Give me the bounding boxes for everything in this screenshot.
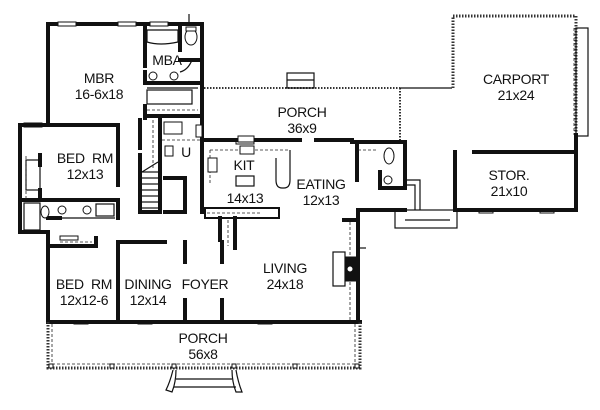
room-name: MBR: [83, 70, 115, 86]
room-dims: 12x13: [66, 166, 104, 182]
room-label-dining: DINING 12x14: [124, 276, 172, 308]
room-dims: 12x14: [129, 292, 167, 308]
room-name: FOYER: [181, 276, 229, 292]
room-label-front-porch: PORCH 56x8: [178, 330, 227, 362]
room-dims: 14x13: [226, 190, 264, 206]
carport-storage: [451, 14, 589, 212]
room-dims: 12x13: [302, 192, 340, 208]
eating-walls: [350, 140, 458, 322]
room-name: KIT: [233, 157, 255, 173]
room-label-utility: U: [181, 144, 191, 160]
room-dims: 21x10: [490, 183, 528, 199]
room-name: BED RM: [56, 150, 114, 166]
room-dims: 36x9: [287, 120, 317, 136]
room-label-foyer: FOYER: [182, 276, 229, 292]
room-label-mba: MBA: [152, 52, 182, 68]
room-name: STOR.: [488, 167, 530, 183]
room-label-storage: STOR. 21x10: [488, 167, 529, 199]
room-dims: 16-6x18: [74, 86, 124, 102]
room-label-carport: CARPORT 21x24: [483, 71, 549, 103]
room-name: MBA: [152, 52, 182, 68]
core-walls: [138, 118, 354, 214]
room-dims: 21x24: [497, 87, 535, 103]
room-label-kitchen-dims: 14x13: [227, 190, 264, 206]
room-dims: 24x18: [266, 276, 304, 292]
room-name: DINING: [124, 276, 172, 292]
room-label-mbr: MBR 16-6x18: [75, 70, 124, 102]
room-label-bedroom-3: BED RM 12x12-6: [55, 276, 113, 308]
room-name: BED RM: [55, 276, 113, 292]
room-name: CARPORT: [482, 71, 550, 87]
room-dims: 56x8: [188, 346, 218, 362]
left-bedroom-walls: [18, 123, 120, 324]
room-label-living: LIVING 24x18: [263, 260, 307, 292]
room-name: PORCH: [178, 330, 228, 346]
room-name: PORCH: [277, 104, 327, 120]
main-walls: [46, 208, 366, 324]
room-label-bedroom-2: BED RM 12x13: [56, 150, 114, 182]
room-name: EATING: [296, 176, 346, 192]
kitchen-fixtures: [204, 135, 291, 250]
room-name: U: [181, 144, 191, 160]
room-label-kitchen: KIT: [234, 157, 255, 173]
room-dims: 12x12-6: [59, 292, 109, 308]
room-label-eating: EATING 12x13: [296, 176, 346, 208]
mba-fixtures: [146, 14, 198, 111]
room-name: LIVING: [262, 260, 308, 276]
rear-porch-outline: [204, 72, 452, 140]
room-label-rear-porch: PORCH 36x9: [277, 104, 326, 136]
front-porch: [46, 322, 362, 393]
